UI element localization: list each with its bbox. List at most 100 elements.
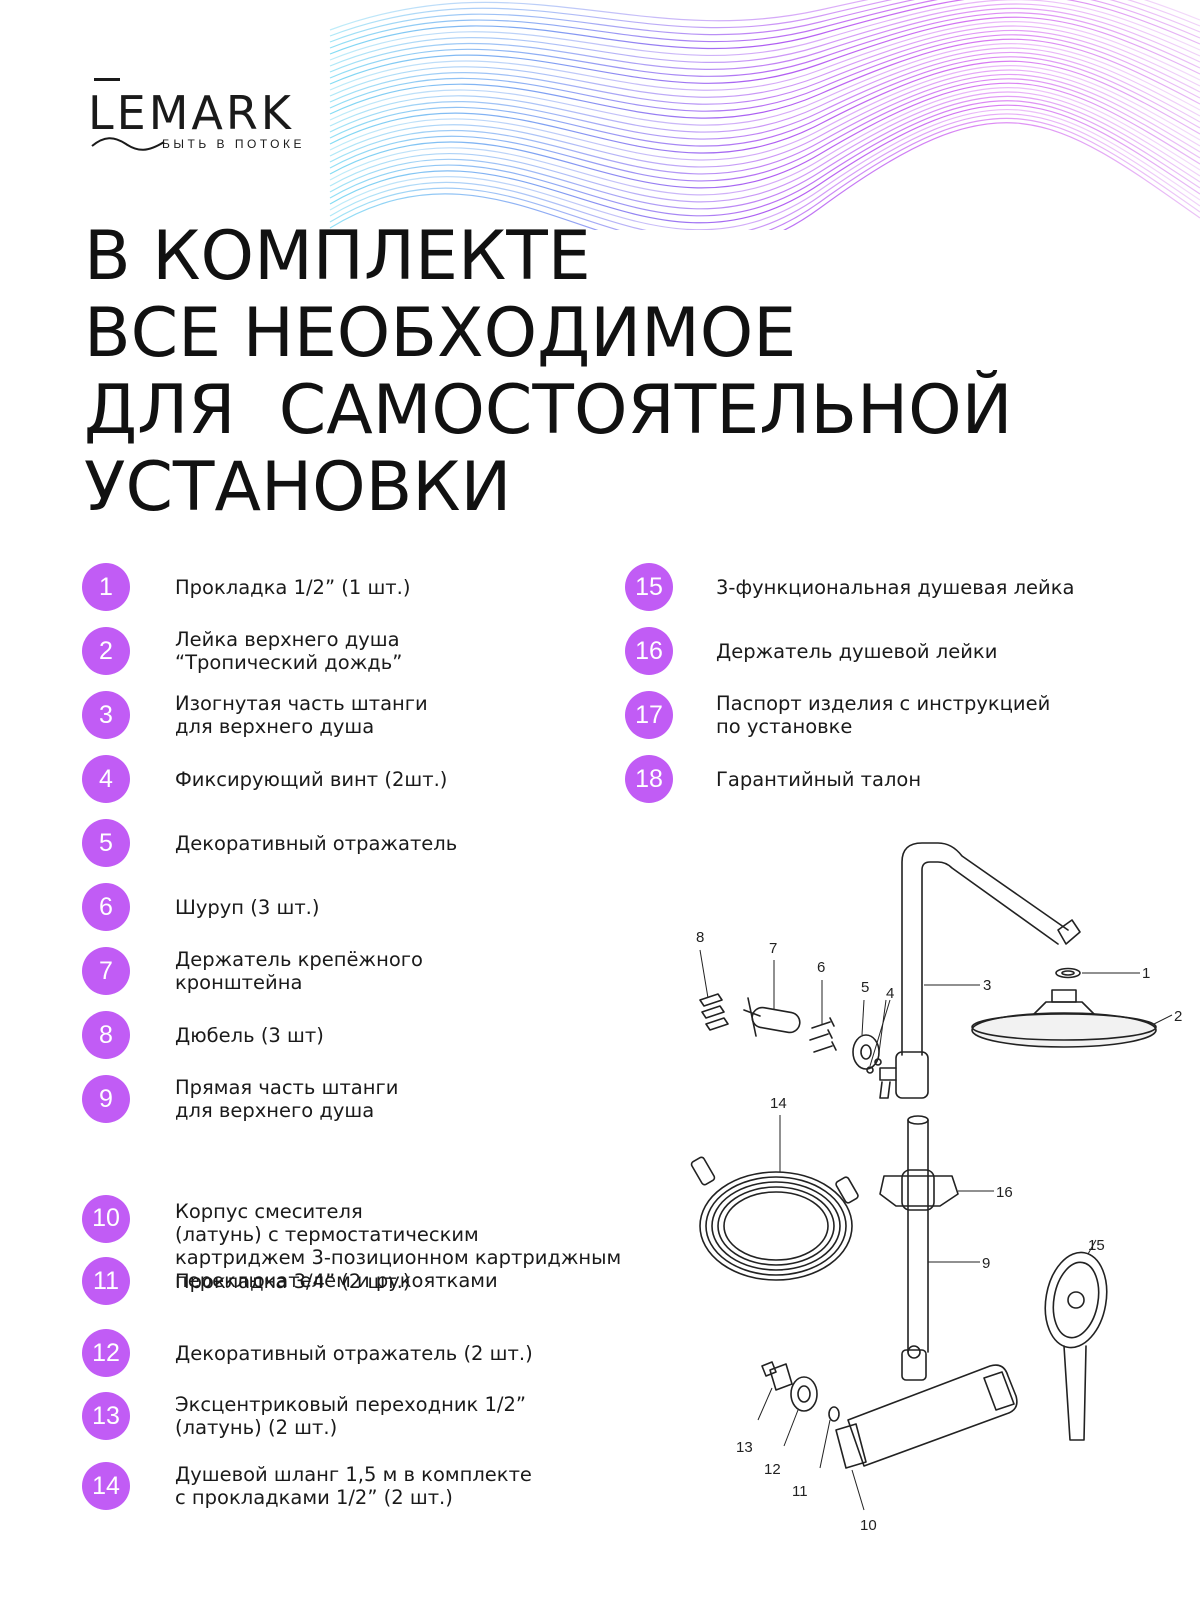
callout-label: 7 <box>769 940 777 957</box>
wave-line <box>329 0 1200 43</box>
list-item: 18 Гарантийный талон <box>625 755 921 803</box>
shower-hose <box>699 1171 853 1281</box>
page-title: В КОМПЛЕКТЕ ВСЕ НЕОБХОДИМОЕ ДЛЯ САМОСТОЯ… <box>84 218 1013 526</box>
dowel-part <box>699 993 729 1031</box>
adapter-part <box>761 1361 793 1391</box>
wave-line <box>329 43 1200 126</box>
wave-line <box>329 113 1200 230</box>
gasket-part <box>1055 967 1081 979</box>
wave-line <box>329 122 1200 230</box>
gasket-part <box>828 1406 840 1422</box>
wave-line <box>329 0 1200 31</box>
wave-line <box>329 38 1200 119</box>
wave-line <box>329 3 1200 67</box>
brand-logo: LEMARK БЫТЬ В ПОТОКЕ <box>88 78 301 151</box>
title-line: УСТАНОВКИ <box>84 448 512 527</box>
brand-tagline: БЫТЬ В ПОТОКЕ <box>162 137 305 151</box>
callout-label: 14 <box>770 1095 787 1112</box>
wave-line <box>329 47 1200 133</box>
wave-line <box>329 73 1200 175</box>
wave-line <box>329 117 1200 230</box>
logo-wave-icon <box>91 137 165 151</box>
list-item: 1 Прокладка 1/2” (1 шт.) <box>82 563 410 611</box>
callout-label: 2 <box>1174 1008 1182 1025</box>
wave-line <box>329 16 1200 85</box>
number-badge: 16 <box>625 627 673 675</box>
logo-bar <box>94 78 120 81</box>
wave-line <box>329 29 1200 105</box>
wave-line <box>329 21 1200 91</box>
number-badge: 17 <box>625 691 673 739</box>
item-text: Держатель душевой лейки <box>716 639 998 663</box>
bracket-holder-part <box>751 1006 801 1034</box>
pipe-joint <box>895 1051 929 1099</box>
wave-line <box>329 0 1200 55</box>
straight-rod-part <box>907 1119 929 1353</box>
screw-part <box>809 1021 833 1053</box>
callout-label: 11 <box>792 1483 808 1500</box>
title-line: ДЛЯ САМОСТОЯТЕЛЬНОЙ <box>84 371 1013 450</box>
list-item: 3 Изогнутая часть штанги для верхнего ду… <box>82 691 428 739</box>
item-text: Лейка верхнего душа “Тропический дождь” <box>175 628 403 674</box>
wave-line <box>329 7 1200 73</box>
item-text: 3-функциональная душевая лейка <box>716 575 1075 599</box>
callout-label: 15 <box>1088 1237 1105 1254</box>
reflector-part <box>852 1034 880 1070</box>
number-badge: 8 <box>82 1011 130 1059</box>
list-item: 9 Прямая часть штанги для верхнего душа <box>82 1075 398 1123</box>
number-badge: 7 <box>82 947 130 995</box>
wave-line <box>329 25 1200 98</box>
item-text: Изогнутая часть штанги для верхнего душа <box>175 692 428 738</box>
list-item: 2 Лейка верхнего душа “Тропический дождь… <box>82 627 402 675</box>
title-line: В КОМПЛЕКТЕ <box>84 217 591 296</box>
number-badge: 9 <box>82 1075 130 1123</box>
wave-line <box>329 100 1200 217</box>
wave-line <box>329 78 1200 182</box>
list-item: 12 Декоративный отражатель (2 шт.) <box>82 1329 533 1377</box>
wave-line <box>329 51 1200 140</box>
number-badge: 1 <box>82 563 130 611</box>
bent-pipe-part <box>901 842 1069 1056</box>
list-item: 10 Корпус смесителя (латунь) с термостат… <box>82 1145 621 1292</box>
wave-line <box>329 60 1200 154</box>
callout-label: 12 <box>764 1461 781 1478</box>
callout-label: 5 <box>861 979 869 996</box>
pipe-nut <box>1057 919 1081 945</box>
number-badge: 10 <box>82 1194 130 1243</box>
number-badge: 4 <box>82 755 130 803</box>
list-item: 5 Декоративный отражатель <box>82 819 457 867</box>
callout-label: 10 <box>860 1517 877 1534</box>
item-text: Шуруп (3 шт.) <box>175 895 320 919</box>
callout-label: 3 <box>983 977 991 994</box>
wave-line <box>329 0 1200 37</box>
callout-label: 8 <box>696 929 704 946</box>
wave-line <box>329 0 1200 49</box>
item-text: Декоративный отражатель <box>175 831 458 855</box>
hand-shower-holder <box>879 1175 959 1207</box>
callout-label: 6 <box>817 959 825 976</box>
callout-label: 4 <box>886 985 894 1002</box>
number-badge: 3 <box>82 691 130 739</box>
exploded-diagram: 1 2 3 4 5 6 7 8 9 10 11 12 13 14 15 16 <box>690 842 1182 1534</box>
number-badge: 5 <box>82 819 130 867</box>
callout-label: 1 <box>1142 965 1150 982</box>
callout-label: 9 <box>982 1255 990 1272</box>
wave-line <box>329 34 1200 112</box>
reflector-part <box>790 1376 818 1412</box>
item-text: Душевой шланг 1,5 м в комплекте с прокла… <box>175 1463 532 1509</box>
callout-label: 13 <box>736 1439 753 1456</box>
list-item: 13 Эксцентриковый переходник 1/2” (латун… <box>82 1392 526 1440</box>
decorative-wave-pattern <box>329 0 1200 230</box>
wave-line <box>329 65 1200 161</box>
item-text: Держатель крепёжного кронштейна <box>175 948 423 994</box>
list-item: 15 3-функциональная душевая лейка <box>625 563 1074 611</box>
number-badge: 2 <box>82 627 130 675</box>
title-line: ВСЕ НЕОБХОДИМОЕ <box>84 294 797 373</box>
wave-line <box>329 56 1200 147</box>
wave-line <box>329 12 1200 79</box>
list-item: 7 Держатель крепёжного кронштейна <box>82 947 423 995</box>
item-text: Декоративный отражатель (2 шт.) <box>175 1341 533 1365</box>
wave-line <box>329 91 1200 203</box>
item-text: Дюбель (3 шт) <box>175 1023 324 1047</box>
brand-name: LEMARK <box>88 86 294 140</box>
